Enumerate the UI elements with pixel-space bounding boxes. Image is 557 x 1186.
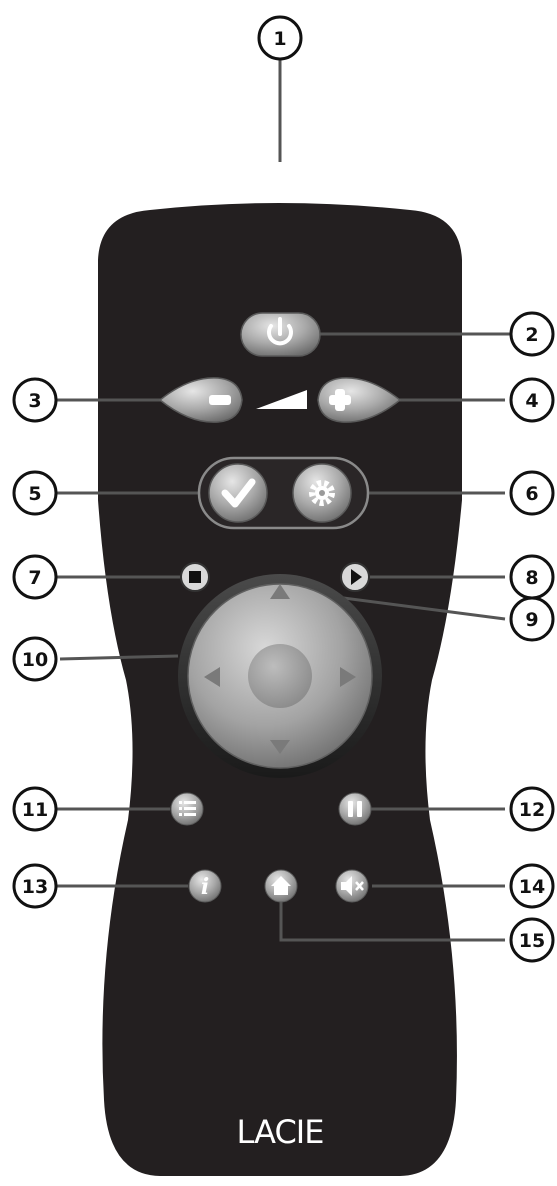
callout-number: 3: [28, 390, 41, 412]
callout-circle: [12, 377, 58, 423]
dpad-down-arrow[interactable]: [270, 740, 290, 754]
callout-circle: [509, 863, 555, 909]
callout-marker-12: 12: [509, 786, 555, 832]
minus-icon: [209, 395, 231, 405]
dpad-left-arrow[interactable]: [204, 667, 220, 687]
callout-number: 13: [22, 876, 48, 898]
callout-marker-1: 1: [257, 15, 303, 61]
pause-button[interactable]: [338, 792, 372, 826]
callout-marker-5: 5: [12, 470, 58, 516]
check-icon: [221, 478, 256, 508]
callout-number: 9: [525, 609, 538, 631]
volume-up-button[interactable]: [317, 377, 402, 423]
callout-number: 2: [525, 324, 538, 346]
info-icon: i: [201, 874, 209, 900]
play-icon: [351, 569, 362, 585]
callout-marker-4: 4: [509, 377, 555, 423]
settings-button[interactable]: [292, 463, 352, 523]
callout-number: 1: [273, 28, 286, 50]
callout-circle: [12, 786, 58, 832]
callout-marker-7: 7: [12, 554, 58, 600]
callout-number: 5: [28, 483, 41, 505]
dpad-right-arrow[interactable]: [340, 667, 356, 687]
callout-circle: [509, 377, 555, 423]
callout-marker-13: 13: [12, 863, 58, 909]
stop-icon: [189, 571, 201, 583]
confirm-button[interactable]: [208, 463, 268, 523]
volume-down-button[interactable]: [158, 377, 243, 423]
dpad-center-button[interactable]: [248, 644, 312, 708]
callout-marker-8: 8: [509, 554, 555, 600]
callout-marker-3: 3: [12, 377, 58, 423]
callout-circle: [12, 636, 58, 682]
callout-circle: [12, 863, 58, 909]
callout-number: 6: [525, 483, 538, 505]
play-button[interactable]: [340, 562, 370, 592]
callout-marker-11: 11: [12, 786, 58, 832]
callout-circle: [509, 917, 555, 963]
callout-circle: [509, 470, 555, 516]
callout-circle: [509, 311, 555, 357]
callout-marker-15: 15: [509, 917, 555, 963]
brand-logo: LACIE: [237, 1113, 324, 1151]
mute-icon: [341, 876, 364, 896]
list-icon: [179, 801, 196, 816]
volume-ramp-icon: [256, 390, 307, 409]
callout-marker-10: 10: [12, 636, 58, 682]
callout-number: 4: [525, 390, 538, 412]
callout-marker-2: 2: [509, 311, 555, 357]
callout-marker-9: 9: [509, 596, 555, 642]
home-icon: [271, 876, 291, 895]
callout-number: 14: [519, 876, 545, 898]
callout-circle: [509, 786, 555, 832]
stop-button[interactable]: [180, 562, 210, 592]
callout-marker-14: 14: [509, 863, 555, 909]
menu-button[interactable]: [170, 792, 204, 826]
callout-number: 8: [525, 567, 538, 589]
gear-icon: [309, 480, 335, 506]
callout-marker-6: 6: [509, 470, 555, 516]
callout-circle: [12, 470, 58, 516]
plus-icon: [329, 389, 351, 411]
power-icon: [267, 317, 293, 346]
info-button[interactable]: i: [188, 869, 222, 903]
home-button[interactable]: [264, 869, 298, 903]
power-button[interactable]: [240, 312, 321, 357]
callout-circle: [257, 15, 303, 61]
callout-number: 10: [22, 649, 48, 671]
callout-circle: [12, 554, 58, 600]
mute-button[interactable]: [335, 869, 369, 903]
dpad-up-arrow[interactable]: [270, 584, 290, 599]
callout-number: 12: [519, 799, 545, 821]
pause-icon: [348, 801, 362, 817]
callout-number: 15: [519, 930, 545, 952]
callout-circle: [509, 596, 555, 642]
callout-number: 7: [28, 567, 41, 589]
callout-number: 11: [22, 799, 48, 821]
